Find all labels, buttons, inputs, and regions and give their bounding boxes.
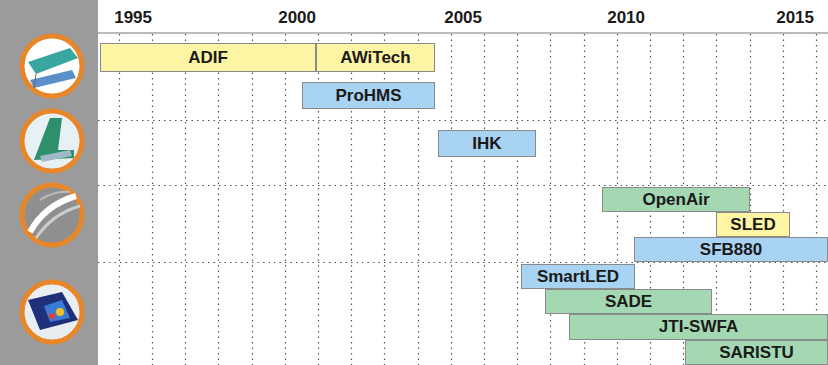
project-bar: AWiTech (316, 43, 435, 72)
project-bar: SmartLED (521, 264, 635, 289)
year-gridline (185, 34, 186, 365)
project-name: SARISTU (719, 343, 794, 363)
tail-icon (22, 111, 82, 171)
year-label: 2010 (607, 8, 645, 28)
year-gridline (484, 34, 485, 365)
project-name: OpenAir (642, 190, 709, 210)
year-label: 1995 (114, 8, 152, 28)
leading-edge-icon (22, 282, 82, 342)
project-bar: SFB880 (634, 237, 828, 262)
year-gridline (451, 34, 452, 365)
flow-icon (22, 185, 82, 245)
year-gridline (517, 34, 518, 365)
project-name: SADE (605, 292, 652, 312)
project-name: SmartLED (537, 267, 619, 287)
year-gridline (218, 34, 219, 365)
project-bar: JTI-SWFA (569, 314, 828, 340)
project-name: AWiTech (340, 48, 410, 68)
row-separator (98, 185, 828, 186)
year-gridline (119, 34, 120, 365)
project-bar: SADE (545, 289, 712, 314)
year-gridline (285, 34, 286, 365)
year-label: 2005 (444, 8, 482, 28)
panel-icon (22, 36, 82, 96)
project-name: SLED (730, 215, 775, 235)
project-bar: ProHMS (302, 82, 435, 109)
project-bar: ADIF (100, 43, 316, 72)
year-gridline (152, 34, 153, 365)
row-separator (98, 262, 828, 263)
year-label: 2015 (776, 8, 814, 28)
project-name: ProHMS (335, 86, 401, 106)
project-bar: IHK (438, 130, 536, 157)
year-label: 2000 (278, 8, 316, 28)
project-bar: SLED (716, 212, 790, 237)
project-bar: SARISTU (685, 340, 828, 365)
row-separator (98, 120, 828, 121)
project-name: JTI-SWFA (659, 317, 738, 337)
project-bar: OpenAir (602, 187, 750, 212)
year-gridline (252, 34, 253, 365)
year-gridline (550, 34, 551, 365)
header-line (98, 33, 828, 34)
icon-column (0, 0, 98, 365)
project-name: IHK (472, 134, 501, 154)
grid-lines (98, 34, 828, 365)
project-name: SFB880 (700, 240, 762, 260)
project-name: ADIF (188, 48, 228, 68)
